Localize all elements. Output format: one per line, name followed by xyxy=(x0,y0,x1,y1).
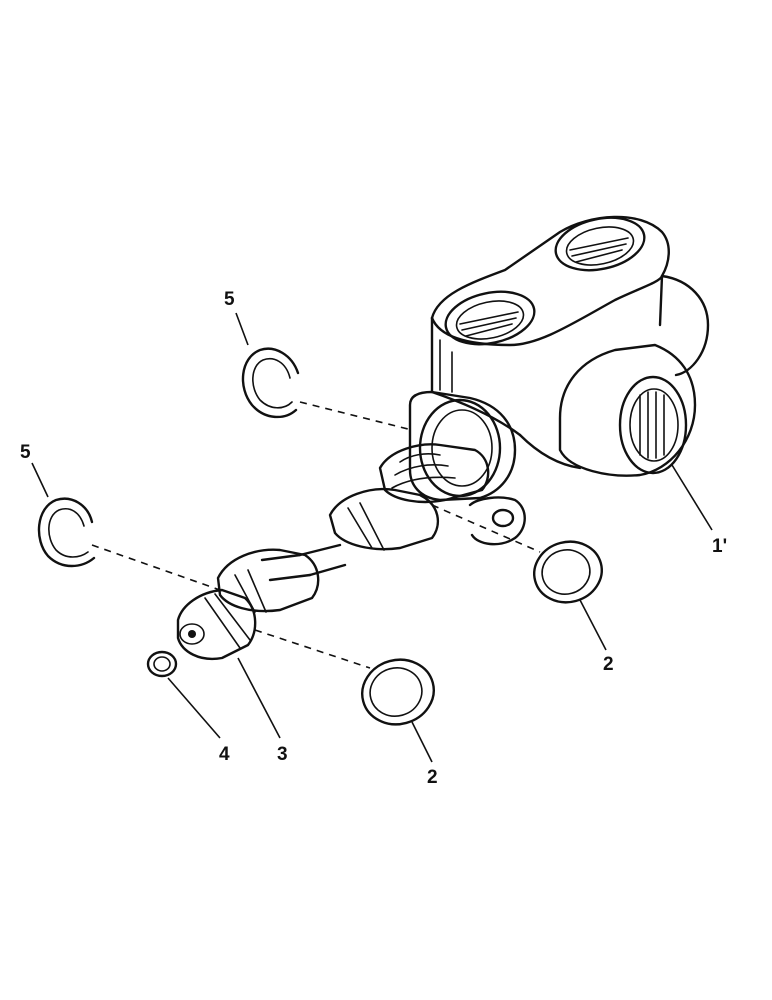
valve-body xyxy=(408,215,710,546)
callout-5-lower: 5 xyxy=(20,442,31,463)
leader-5-lower xyxy=(31,462,49,498)
seal-ring-lower xyxy=(361,658,435,726)
callout-5-upper: 5 xyxy=(224,289,235,310)
snap-ring-lower xyxy=(37,497,96,568)
leader-4 xyxy=(167,677,221,739)
small-ring xyxy=(146,650,178,678)
callout-1: 1' xyxy=(712,536,727,557)
spool-nose-hole xyxy=(188,630,196,638)
assembly-line-seal-upper xyxy=(431,504,541,553)
leader-1 xyxy=(671,464,713,531)
side-port xyxy=(618,375,688,475)
leader-2-lower xyxy=(411,721,433,763)
assembly-line-snap-upper xyxy=(299,401,413,431)
front-port xyxy=(444,290,536,346)
callout-4: 4 xyxy=(219,744,230,765)
assembly-line-snap-lower xyxy=(91,544,221,591)
leader-5-upper xyxy=(235,312,249,346)
callout-3: 3 xyxy=(277,744,288,765)
seal-ring-upper xyxy=(533,540,603,604)
leader-2-upper xyxy=(579,599,607,651)
callout-2-upper: 2 xyxy=(603,654,614,675)
snap-ring-upper xyxy=(241,347,300,419)
assembly-line-seal-lower xyxy=(254,629,371,669)
callout-2-lower: 2 xyxy=(427,767,438,788)
spool xyxy=(176,443,490,661)
leader-3 xyxy=(237,657,281,739)
rear-port xyxy=(554,216,646,272)
mounting-hole xyxy=(491,508,515,528)
